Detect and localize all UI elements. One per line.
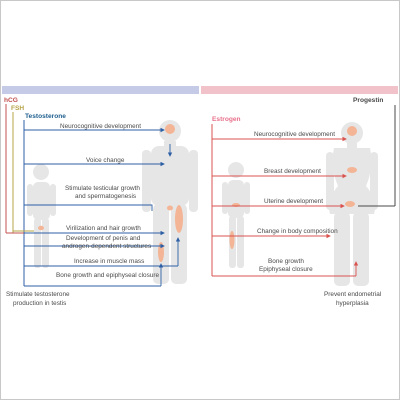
effect-bone-growth-left: Bone growth and epiphyseal closure (56, 272, 159, 279)
woman-brain (347, 126, 357, 136)
effect-testicular-growth-line2: and spermatogenesis (75, 193, 136, 200)
man-brain (165, 124, 175, 134)
right-caption-line2: hyperplasia (336, 300, 369, 307)
left-effect-arrows (24, 127, 181, 287)
right-header-band (201, 86, 398, 94)
effect-muscle-mass: Increase in muscle mass (74, 258, 144, 265)
effect-neurocognitive-development-left: Neurocognitive development (60, 123, 141, 130)
right-hormone-rails (211, 105, 396, 276)
hcg-label: hCG (4, 97, 18, 104)
effect-voice-change: Voice change (86, 157, 125, 164)
right-effect-arrows (212, 136, 359, 277)
effect-penis-development-line2: androgen-dependent structures (62, 243, 151, 250)
effect-bone-growth-right: Bone growth (268, 258, 304, 265)
testosterone-label: Testosterone (25, 113, 66, 120)
right-caption-line1: Prevent endometrial (324, 291, 381, 298)
woman-breast (347, 167, 357, 173)
girl-silhouette (222, 162, 250, 268)
effect-testicular-growth-line1: Stimulate testicular growth (65, 185, 140, 192)
effect-body-composition: Change in body composition (257, 228, 338, 235)
man-muscle (175, 205, 183, 233)
left-caption-line2: production in testis (13, 300, 66, 307)
fsh-label: FSH (11, 105, 24, 112)
effect-epiphyseal-closure: Epiphyseal closure (259, 266, 313, 273)
progestin-label: Progestin (353, 97, 383, 104)
estrogen-label: Estrogen (212, 116, 241, 123)
boy-silhouette (27, 164, 56, 268)
effect-breast-development: Breast development (264, 168, 321, 175)
left-caption-line1: Stimulate testosterone (6, 291, 70, 298)
effect-uterine-development: Uterine development (264, 198, 323, 205)
man-genitals (167, 205, 173, 211)
left-header-band (2, 86, 199, 94)
effect-penis-development-line1: Development of penis and (66, 235, 141, 242)
girl-bone (229, 231, 235, 249)
man-bone (158, 242, 164, 262)
effect-virilization: Virilization and hair growth (66, 225, 141, 232)
effect-neurocognitive-development-right: Neurocognitive development (254, 131, 335, 138)
boy-testis (38, 225, 44, 231)
woman-uterus (345, 201, 355, 207)
left-hormone-rails (5, 104, 40, 286)
